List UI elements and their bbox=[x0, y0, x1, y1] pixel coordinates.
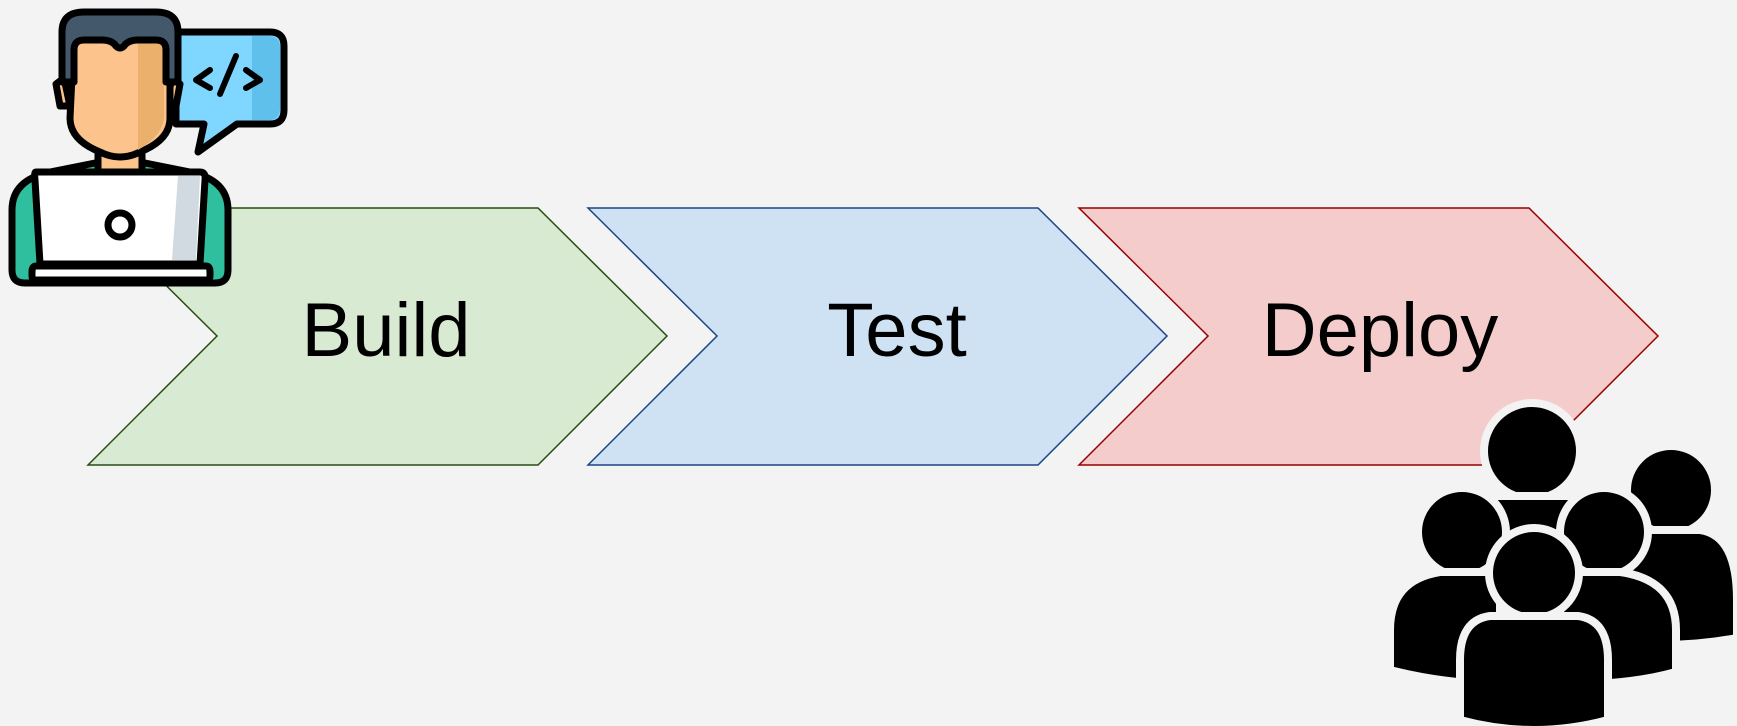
user-front-body bbox=[1456, 612, 1612, 726]
user-front-head bbox=[1485, 524, 1583, 622]
stage-build-arrow bbox=[86, 207, 669, 466]
code-speech-bubble-icon bbox=[172, 28, 288, 156]
stage-test-label: Test bbox=[827, 288, 966, 373]
stage-deploy: Deploy bbox=[1077, 207, 1660, 466]
stage-test: Test bbox=[586, 207, 1169, 466]
stage-build: Build bbox=[86, 207, 669, 466]
developer-with-laptop-icon bbox=[8, 8, 288, 287]
stage-test-arrow bbox=[586, 207, 1169, 466]
user-group-icon bbox=[1386, 399, 1737, 726]
stage-deploy-label: Deploy bbox=[1262, 288, 1499, 373]
stage-build-label: Build bbox=[302, 288, 471, 373]
user-back-center-head bbox=[1480, 399, 1584, 503]
